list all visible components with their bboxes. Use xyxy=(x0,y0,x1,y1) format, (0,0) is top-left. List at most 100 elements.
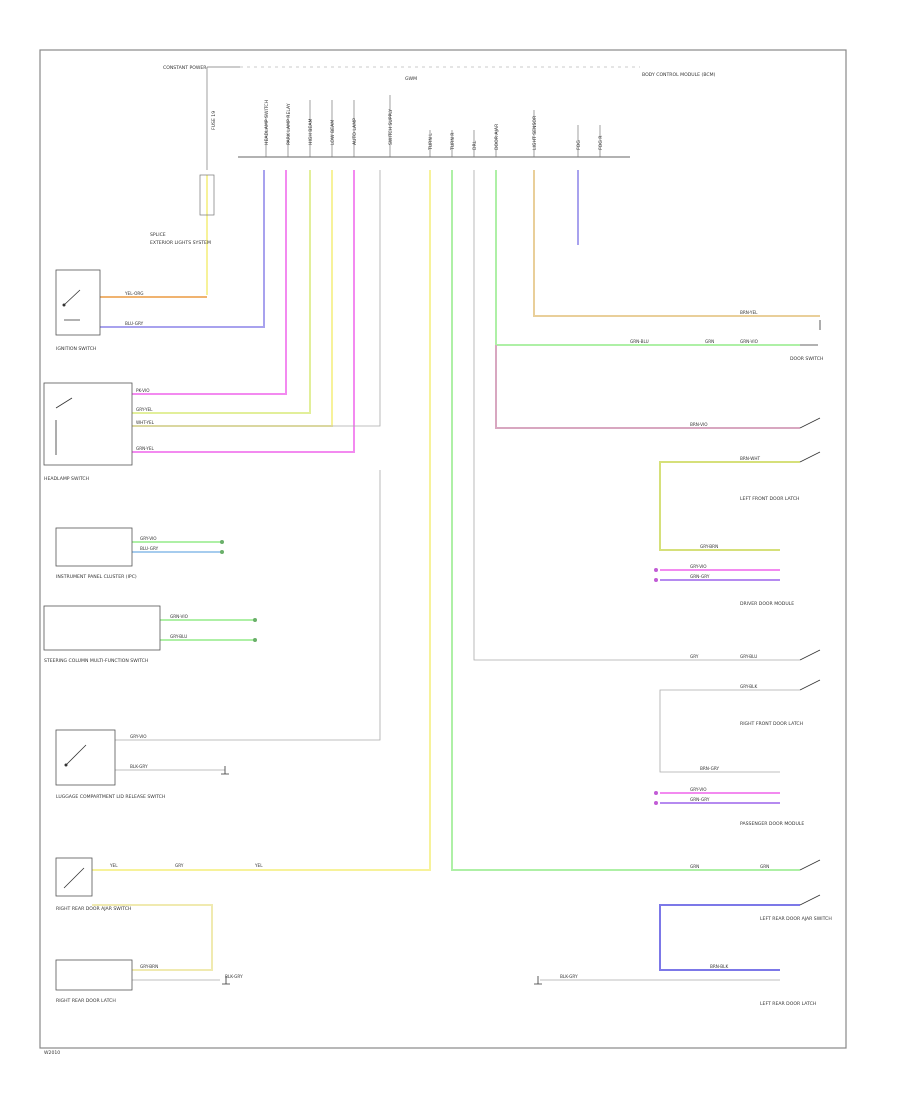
luggage-lid-switch: LUGGAGE COMPARTMENT LID RELEASE SWITCH xyxy=(55,729,165,800)
svg-text:BRN-WHT: BRN-WHT xyxy=(740,456,761,461)
pin-label-12: FOG R xyxy=(598,135,604,150)
footer-code: W2010 xyxy=(44,1050,60,1056)
lr-door-latch: LEFT REAR DOOR LATCH xyxy=(760,1001,816,1007)
connector-dots xyxy=(220,540,658,805)
wire-gray-rf-loop xyxy=(659,689,800,773)
pin-label-3: LOW BEAM xyxy=(330,120,336,145)
ignition-switch-label: IGNITION SWITCH xyxy=(56,346,96,352)
lr-door-latch-label: LEFT REAR DOOR LATCH xyxy=(760,1001,816,1007)
svg-text:GRY-YEL: GRY-YEL xyxy=(136,407,153,412)
svg-text:GRY-BLU: GRY-BLU xyxy=(740,654,757,659)
lf-door-module-label: DRIVER DOOR MODULE xyxy=(740,601,794,607)
wire-green-door xyxy=(495,170,800,346)
wire-tan-right xyxy=(533,170,820,317)
svg-text:GRY: GRY xyxy=(175,863,184,868)
wire-purple-ignition xyxy=(100,170,265,328)
svg-text:BRN-YEL: BRN-YEL xyxy=(740,310,758,315)
pin-label-11: FOG xyxy=(576,140,582,150)
svg-text:GRY-VIO: GRY-VIO xyxy=(690,564,707,569)
svg-text:GRN: GRN xyxy=(690,864,699,869)
svg-text:BLK-GRY: BLK-GRY xyxy=(225,974,243,979)
wire-magenta-headlamp xyxy=(132,170,287,395)
lr-door-switch-label: LEFT REAR DOOR AJAR SWITCH xyxy=(760,916,832,922)
instrument-panel-label: INSTRUMENT PANEL CLUSTER (IPC) xyxy=(56,574,137,580)
svg-text:GRY-VIO: GRY-VIO xyxy=(140,536,157,541)
svg-text:GRN-BLU: GRN-BLU xyxy=(630,339,649,344)
headlamp-switch-label: HEADLAMP SWITCH xyxy=(44,476,89,482)
exterior-lamps-label: EXTERIOR LIGHTS SYSTEM xyxy=(150,240,211,246)
pin-label-10: LIGHT SENSOR xyxy=(532,115,538,150)
svg-text:BLK-GRY: BLK-GRY xyxy=(130,764,148,769)
svg-text:GRY-VIO: GRY-VIO xyxy=(690,787,707,792)
fuse-label: FUSE 19 xyxy=(211,111,217,130)
steering-column-switch: STEERING COLUMN MULTI-FUNCTION SWITCH xyxy=(43,605,161,664)
door-switch: DOOR SWITCH xyxy=(790,320,823,362)
svg-text:SPLICE: SPLICE xyxy=(150,232,166,238)
svg-text:GRN: GRN xyxy=(705,339,714,344)
svg-text:GRN-YEL: GRN-YEL xyxy=(136,446,155,451)
ground-symbols xyxy=(221,766,542,985)
pin-label-9: DOOR AJAR xyxy=(494,123,500,150)
svg-text:GRY-VIO: GRY-VIO xyxy=(130,734,147,739)
rr-door-switch: RIGHT REAR DOOR AJAR SWITCH xyxy=(55,857,131,912)
steering-switch-label: STEERING COLUMN MULTI-FUNCTION SWITCH xyxy=(44,658,148,664)
rr-door-switch-label: RIGHT REAR DOOR AJAR SWITCH xyxy=(56,906,131,912)
svg-text:GRN-VIO: GRN-VIO xyxy=(170,614,189,619)
wire-gray-rf xyxy=(473,170,800,661)
headlamp-switch: HEADLAMP SWITCH xyxy=(43,382,133,482)
svg-text:YEL: YEL xyxy=(109,863,118,868)
pin-label-1: PARK LAMP RELAY xyxy=(286,103,292,145)
svg-text:BLU-GRY: BLU-GRY xyxy=(140,546,159,551)
rr-door-latch-label: RIGHT REAR DOOR LATCH xyxy=(56,998,116,1004)
svg-text:GRY-BLU: GRY-BLU xyxy=(170,634,187,639)
rf-door-latch-label: RIGHT FRONT DOOR LATCH xyxy=(740,721,803,727)
svg-text:WHT-YEL: WHT-YEL xyxy=(136,420,155,425)
bus-label: GWM xyxy=(405,76,417,82)
wire-magenta2-headlamp xyxy=(132,170,355,453)
instrument-panel-cluster: INSTRUMENT PANEL CLUSTER (IPC) xyxy=(55,527,137,580)
module-label: BODY CONTROL MODULE (BCM) xyxy=(642,72,716,78)
svg-text:GRN-GRY: GRN-GRY xyxy=(690,797,710,802)
wire-blue-lr xyxy=(659,904,800,971)
wire-gray-luggage xyxy=(115,470,381,741)
lf-door-latch-label: LEFT FRONT DOOR LATCH xyxy=(740,496,800,502)
svg-text:BLU-GRY: BLU-GRY xyxy=(125,321,144,326)
svg-text:GRY-BRN: GRY-BRN xyxy=(140,964,158,969)
rf-door-latch: RIGHT FRONT DOOR LATCH PASSENGER DOOR MO… xyxy=(740,649,821,827)
wires xyxy=(92,170,820,971)
svg-text:BLK-GRY: BLK-GRY xyxy=(560,974,578,979)
wire-yellow-trunk xyxy=(92,170,431,871)
svg-text:GRY-BRN: GRY-BRN xyxy=(700,544,718,549)
fuse-connectors: SPLICE EXTERIOR LIGHTS SYSTEM xyxy=(150,174,215,246)
pin-label-2: HIGH BEAM xyxy=(308,119,314,145)
rr-door-latch: RIGHT REAR DOOR LATCH xyxy=(55,959,133,1004)
pin-label-8: DRL xyxy=(472,140,478,150)
wire-labels: YEL-ORG BLU-GRY PK-VIO GRY-YEL WHT-YEL G… xyxy=(109,291,769,979)
svg-text:GRY-BLK: GRY-BLK xyxy=(740,684,758,689)
pin-label-5: SWITCH SUPPLY xyxy=(388,109,394,145)
rf-door-module-label: PASSENGER DOOR MODULE xyxy=(740,821,804,827)
svg-text:BRN-VIO: BRN-VIO xyxy=(690,422,708,427)
ignition-switch: IGNITION SWITCH xyxy=(55,269,101,352)
svg-text:BRN-GRY: BRN-GRY xyxy=(700,766,719,771)
pin-label-0: HEADLAMP SWITCH xyxy=(264,100,270,145)
wire-pink-lf xyxy=(495,345,800,429)
diagram-frame xyxy=(39,49,847,1049)
top-pin-stubs xyxy=(265,95,601,157)
lf-door-latch: LEFT FRONT DOOR LATCH DRIVER DOOR MODULE xyxy=(740,417,821,607)
svg-text:YEL-ORG: YEL-ORG xyxy=(124,291,144,296)
svg-text:BRN-BLK: BRN-BLK xyxy=(710,964,728,969)
pin-label-7: TURN R xyxy=(450,132,456,151)
pin-label-6: TURN L xyxy=(428,133,434,151)
luggage-switch-label: LUGGAGE COMPARTMENT LID RELEASE SWITCH xyxy=(56,794,165,800)
wire-green-trunk xyxy=(451,170,800,871)
svg-text:GRN-GRY: GRN-GRY xyxy=(690,574,710,579)
wire-tan-rr xyxy=(92,904,213,971)
top-pin-labels: HEADLAMP SWITCH PARK LAMP RELAY HIGH BEA… xyxy=(264,100,604,151)
wire-gray-ipc-switch xyxy=(132,170,381,427)
door-switch-label: DOOR SWITCH xyxy=(790,356,823,362)
lr-door-switch: LEFT REAR DOOR AJAR SWITCH xyxy=(760,859,832,922)
gray-wires xyxy=(115,170,800,981)
svg-text:PK-VIO: PK-VIO xyxy=(136,388,150,393)
